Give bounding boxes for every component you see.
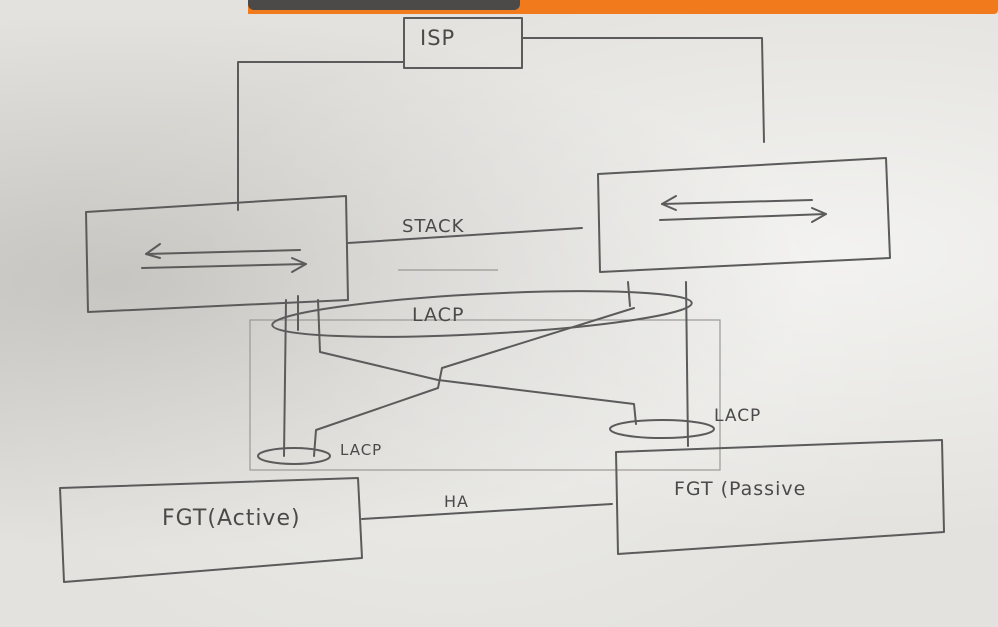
isp-box bbox=[403, 17, 523, 69]
lacp-active-ellipse bbox=[257, 447, 331, 465]
fgt-passive-box bbox=[615, 439, 945, 555]
faint-sketch-rect bbox=[249, 319, 721, 471]
switch-left-box bbox=[85, 195, 349, 313]
link-leftswitch-passive bbox=[317, 299, 637, 425]
link-rightswitch-passive bbox=[685, 281, 689, 447]
pencil-dark-band bbox=[248, 0, 520, 10]
link-rightswitch-stub bbox=[627, 281, 631, 307]
switch-right-arrows-icon bbox=[659, 195, 827, 223]
lacp-passive-ellipse bbox=[609, 419, 715, 439]
ha-label: HA bbox=[444, 492, 469, 511]
switch-left-arrows-icon bbox=[141, 243, 307, 273]
stack-label: STACK bbox=[402, 216, 465, 237]
stack-link bbox=[347, 227, 583, 244]
fgt-active-label: FGT(Active) bbox=[162, 506, 301, 531]
lacp-active-label: LACP bbox=[340, 441, 383, 459]
link-leftswitch-active-1 bbox=[283, 299, 287, 457]
isp-link-left bbox=[237, 61, 405, 211]
ha-link bbox=[361, 503, 613, 520]
lacp-switches-label: LACP bbox=[412, 304, 465, 326]
fgt-passive-label: FGT (Passive bbox=[674, 478, 807, 500]
lacp-switches-ellipse bbox=[271, 290, 693, 338]
isp-label: ISP bbox=[420, 26, 456, 50]
switch-right-box bbox=[597, 157, 891, 273]
isp-link-right bbox=[521, 37, 765, 143]
link-rightswitch-active bbox=[313, 307, 635, 457]
fgt-active-box bbox=[59, 477, 363, 583]
lacp-passive-label: LACP bbox=[714, 406, 762, 426]
